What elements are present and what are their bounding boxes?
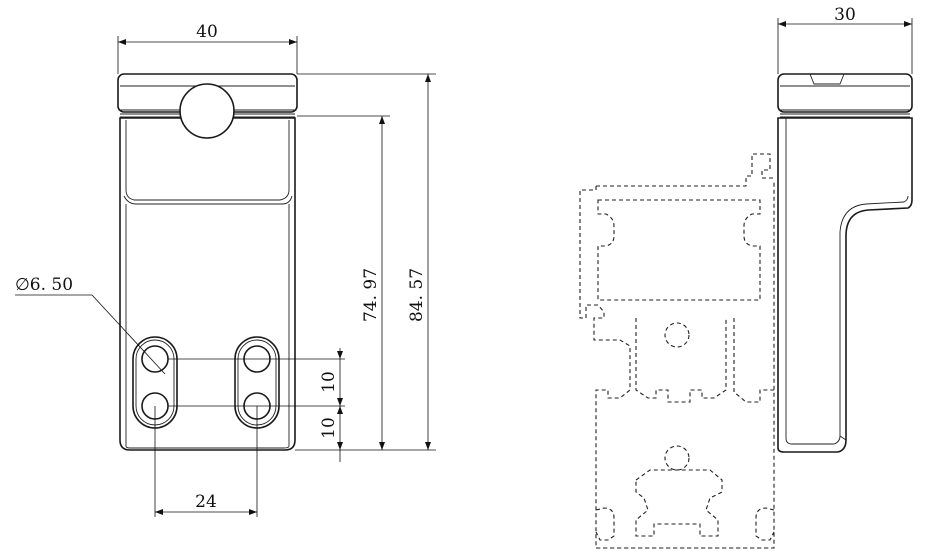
dim-side-width-30: 30 <box>834 5 856 25</box>
hole-left-top <box>141 345 169 373</box>
dashed-profile <box>579 153 775 549</box>
side-view <box>579 73 913 549</box>
front-knob <box>179 83 235 139</box>
dim-pitch-10-b: 10 <box>319 417 339 439</box>
side-top-cap <box>777 73 913 113</box>
dim-height-84: 84. 57 <box>407 268 427 322</box>
dim-width-40: 40 <box>196 22 218 42</box>
front-view <box>117 73 345 451</box>
dim-spacing-24: 24 <box>195 492 217 512</box>
side-bracket-body <box>777 117 913 453</box>
dim-pitch-10-a: 10 <box>319 371 339 393</box>
dim-diameter: ∅6. 50 <box>15 275 73 295</box>
front-dimensions: 40 ∅6. 50 74. 97 84. 57 10 10 24 <box>15 22 436 517</box>
dim-height-74: 74. 97 <box>361 268 381 322</box>
side-dimensions: 30 <box>777 5 913 74</box>
